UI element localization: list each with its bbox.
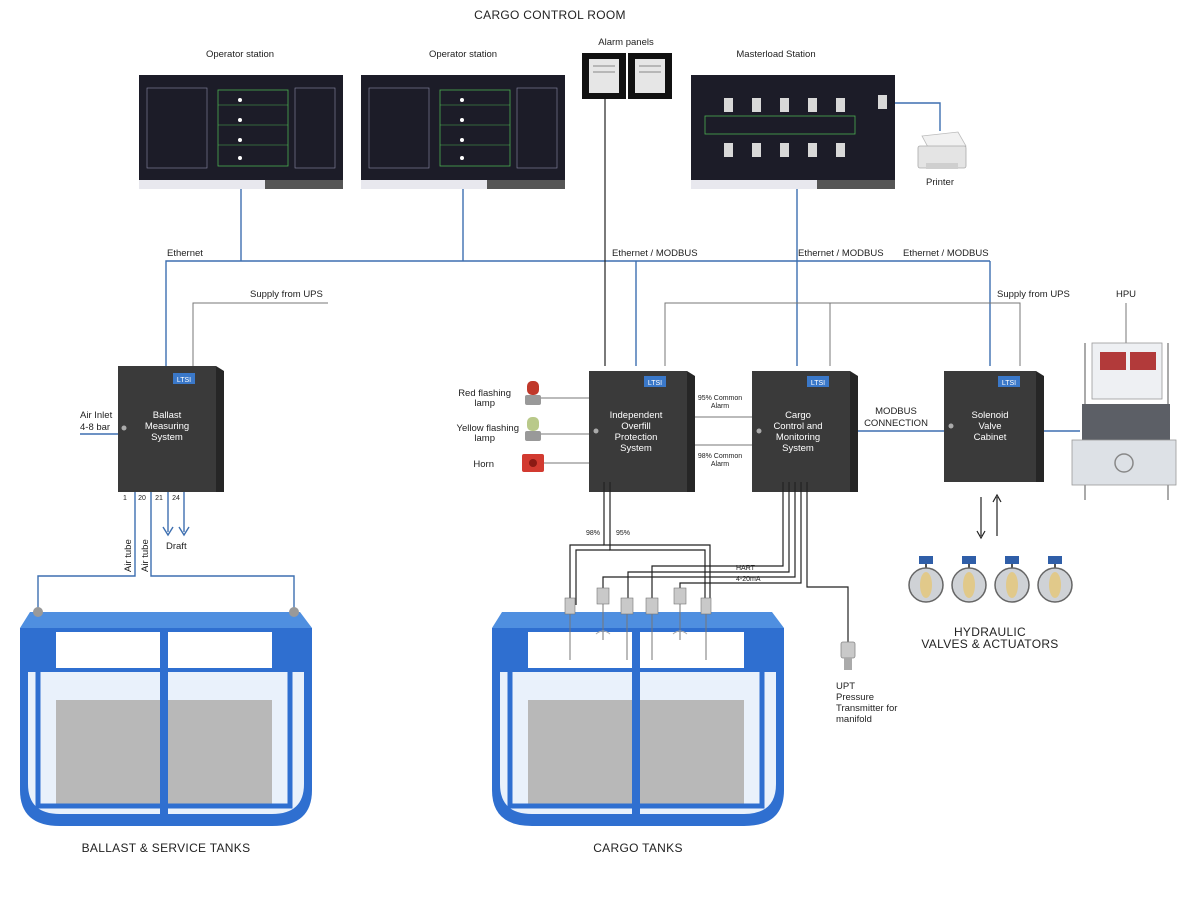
cargo-tank-sensors bbox=[564, 587, 712, 660]
hydraulic-valves-label-line-1: HYDRAULIC bbox=[954, 625, 1026, 639]
air-tube-lines bbox=[37, 492, 295, 612]
overfill-98-label: 98% bbox=[586, 530, 600, 537]
solenoid-cabinet-badge: LTSI bbox=[1002, 380, 1016, 387]
sensor-wiring bbox=[569, 482, 849, 642]
ballast-cabinet-line-1: Ballast bbox=[153, 410, 182, 421]
yellow-flashing-lamp-icon bbox=[525, 417, 541, 441]
alarm-panels bbox=[582, 53, 672, 99]
modbus-connection-line-1: MODBUS bbox=[875, 406, 917, 417]
operator-station-1-screen bbox=[139, 75, 343, 189]
pressure-transmitter-icon bbox=[840, 641, 856, 670]
supply-ups-left-label: Supply from UPS bbox=[250, 289, 323, 300]
draft-label: Draft bbox=[166, 541, 187, 552]
overfill-cabinet-line-3: Protection bbox=[615, 432, 658, 443]
upt-label-line-1: UPT bbox=[836, 681, 855, 692]
ballast-cabinet-badge: LTSI bbox=[177, 377, 191, 384]
butterfly-valve-4 bbox=[1037, 556, 1073, 603]
upt-label-line-4: manifold bbox=[836, 714, 872, 725]
air-inlet-label-line-2: 4-8 bar bbox=[80, 422, 110, 433]
ballast-cabinet-line-3: System bbox=[151, 432, 183, 443]
air-inlet-label-line-1: Air Inlet bbox=[80, 410, 113, 421]
ballast-tanks-label: BALLAST & SERVICE TANKS bbox=[82, 841, 251, 855]
yellow-lamp-label-line-1: Yellow flashing bbox=[457, 423, 520, 434]
horn-label: Horn bbox=[473, 459, 494, 470]
overfill-cabinet-badge: LTSI bbox=[648, 380, 662, 387]
ethernet-modbus-label-3: Ethernet / MODBUS bbox=[903, 248, 989, 259]
overfill-95-label: 95% bbox=[616, 530, 630, 537]
red-lamp-label-line-1: Red flashing bbox=[458, 388, 511, 399]
port-label-1: 1 bbox=[123, 495, 127, 502]
masterload-station-screen bbox=[691, 75, 895, 189]
ups-supply-lines bbox=[192, 302, 1021, 366]
overfill-cabinet-line-1: Independent bbox=[610, 410, 663, 421]
printer-label: Printer bbox=[926, 177, 954, 188]
common-alarm-98-line-1: 98% Common bbox=[698, 453, 742, 460]
operator-station-2-screen bbox=[361, 75, 565, 189]
hpu-unit bbox=[1071, 342, 1177, 500]
modbus-connection-line-2: CONNECTION bbox=[864, 418, 928, 429]
port-label-20: 20 bbox=[138, 495, 146, 502]
cargo-cabinet-line-1: Cargo bbox=[785, 410, 811, 421]
butterfly-valve-2 bbox=[951, 556, 987, 603]
red-flashing-lamp-icon bbox=[525, 381, 541, 405]
hpu-label: HPU bbox=[1116, 289, 1136, 300]
cargo-cabinet-line-2: Control and bbox=[773, 421, 822, 432]
common-alarm-95-line-2: Alarm bbox=[711, 403, 729, 410]
ballast-tank bbox=[20, 607, 312, 826]
overfill-cabinet-line-2: Overfill bbox=[621, 421, 651, 432]
ethernet-label: Ethernet bbox=[167, 248, 203, 259]
common-alarm-98-line-2: Alarm bbox=[711, 461, 729, 468]
alarm-panels-label: Alarm panels bbox=[598, 37, 654, 48]
hydraulic-valves-label-line-2: VALVES & ACTUATORS bbox=[921, 637, 1058, 651]
ethernet-modbus-label-2: Ethernet / MODBUS bbox=[798, 248, 884, 259]
solenoid-valve-cabinet bbox=[944, 371, 1044, 482]
cargo-tanks-label: CARGO TANKS bbox=[593, 841, 683, 855]
hydraulic-flow-arrows bbox=[976, 493, 1002, 540]
port-label-24: 24 bbox=[172, 495, 180, 502]
solenoid-cabinet-line-2: Valve bbox=[978, 421, 1001, 432]
printer-icon bbox=[917, 131, 967, 169]
ballast-cabinet-line-2: Measuring bbox=[145, 421, 189, 432]
supply-ups-right-label: Supply from UPS bbox=[997, 289, 1070, 300]
ethernet-network bbox=[165, 99, 991, 366]
air-tube-label-2: Air tube bbox=[140, 539, 151, 572]
masterload-station-label: Masterload Station bbox=[736, 49, 815, 60]
butterfly-valve-1 bbox=[908, 556, 944, 603]
cargo-cabinet-line-4: System bbox=[782, 443, 814, 454]
analog-signal-label: 4-20mA bbox=[736, 576, 761, 583]
upt-label-line-3: Transmitter for bbox=[836, 703, 897, 714]
diagram-title: CARGO CONTROL ROOM bbox=[474, 8, 626, 22]
cargo-cabinet-line-3: Monitoring bbox=[776, 432, 820, 443]
overfill-protection-cabinet bbox=[589, 371, 695, 492]
yellow-lamp-label-line-2: lamp bbox=[474, 433, 495, 444]
upt-label-line-2: Pressure bbox=[836, 692, 874, 703]
cargo-cabinet-badge: LTSI bbox=[811, 380, 825, 387]
port-label-21: 21 bbox=[155, 495, 163, 502]
operator-station-2-label: Operator station bbox=[429, 49, 497, 60]
butterfly-valve-3 bbox=[994, 556, 1030, 603]
cargo-tank bbox=[492, 612, 784, 826]
air-tube-label-1: Air tube bbox=[123, 539, 134, 572]
solenoid-cabinet-line-3: Cabinet bbox=[974, 432, 1007, 443]
common-alarm-95-line-1: 95% Common bbox=[698, 395, 742, 402]
red-lamp-label-line-2: lamp bbox=[474, 398, 495, 409]
solenoid-cabinet-line-1: Solenoid bbox=[972, 410, 1009, 421]
hart-label: HART bbox=[736, 565, 756, 572]
operator-station-1-label: Operator station bbox=[206, 49, 274, 60]
horn-icon bbox=[522, 454, 544, 472]
overfill-cabinet-line-4: System bbox=[620, 443, 652, 454]
ethernet-modbus-label-1: Ethernet / MODBUS bbox=[612, 248, 698, 259]
cargo-control-cabinet bbox=[752, 371, 858, 492]
ballast-measuring-cabinet bbox=[118, 366, 224, 492]
